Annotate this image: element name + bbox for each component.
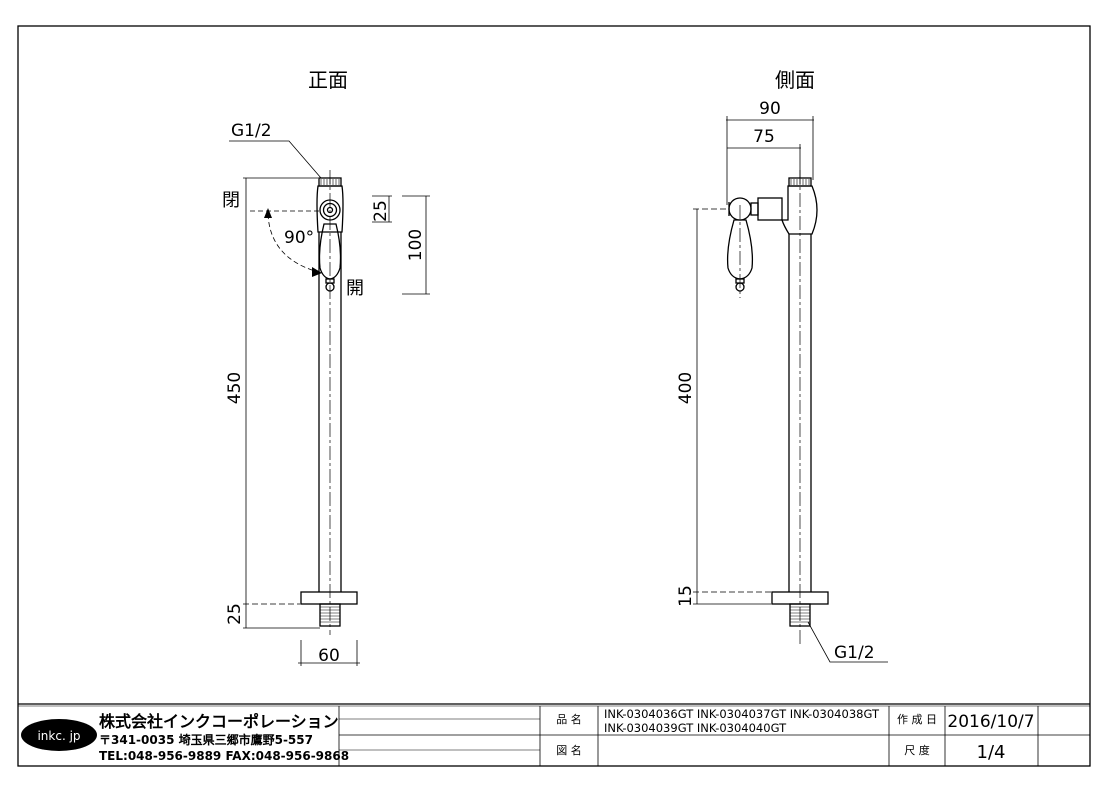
front-open-label: 開	[346, 278, 364, 299]
side-height-value: 400	[676, 372, 696, 404]
side-height-dimension	[693, 208, 771, 605]
side-spout-depth-value: 75	[753, 127, 775, 147]
company-contact: TEL:048-956-9889 FAX:048-956-9868	[99, 749, 349, 763]
front-view-title: 正面	[308, 68, 348, 92]
front-flange-width-value: 60	[318, 646, 340, 666]
sheet-border	[17, 25, 1091, 767]
front-handle-offset-value: 25	[371, 200, 391, 222]
front-height-dimension	[243, 177, 320, 629]
front-rotation-arrowhead-bottom	[312, 267, 322, 277]
front-angle-label: 90°	[284, 228, 314, 248]
side-faucet-outline	[726, 177, 829, 627]
title-block	[18, 703, 1090, 766]
product-name-label: 品 名	[556, 712, 582, 726]
drawing-name-label: 図 名	[556, 743, 582, 757]
side-thread-label: G1/2	[834, 643, 875, 663]
side-view: 側面 90 75	[676, 68, 888, 663]
front-rotation-arrowhead-top	[264, 208, 272, 218]
product-name-line1: INK-0304036GT INK-0304037GT INK-0304038G…	[604, 707, 880, 721]
company-logo	[21, 719, 97, 751]
front-handle-length-value: 100	[406, 229, 426, 261]
front-handle-offset-dimension	[372, 195, 392, 223]
side-base-height-value: 15	[676, 585, 696, 607]
front-height-value: 450	[225, 372, 245, 404]
side-depth-dimension	[726, 116, 814, 205]
front-thread-label: G1/2	[231, 121, 272, 141]
side-depth-value: 90	[759, 99, 781, 119]
date-label: 作 成 日	[897, 713, 937, 726]
front-rotation-arrow	[267, 213, 319, 273]
date-value: 2016/10/7	[947, 712, 1034, 732]
scale-label: 尺 度	[904, 743, 930, 757]
front-flange-width-dimension	[298, 640, 360, 666]
front-view: 正面	[222, 68, 430, 666]
side-view-title: 側面	[775, 68, 815, 92]
scale-value: 1/4	[977, 742, 1006, 763]
company-address: 〒341-0035 埼玉県三郷市鷹野5-557	[99, 732, 313, 747]
product-name-line2: INK-0304039GT INK-0304040GT	[604, 721, 787, 735]
front-handle-length-dimension	[402, 195, 430, 295]
company-logo-text: inkc. jp	[37, 729, 80, 743]
company-name: 株式会社インクコーポレーション	[99, 712, 339, 731]
front-thread-leader	[229, 140, 322, 179]
side-thread-leader	[807, 621, 888, 663]
front-closed-label: 閉	[222, 190, 240, 211]
side-spout-depth-dimension	[727, 144, 801, 178]
front-base-height-value: 25	[225, 603, 245, 625]
